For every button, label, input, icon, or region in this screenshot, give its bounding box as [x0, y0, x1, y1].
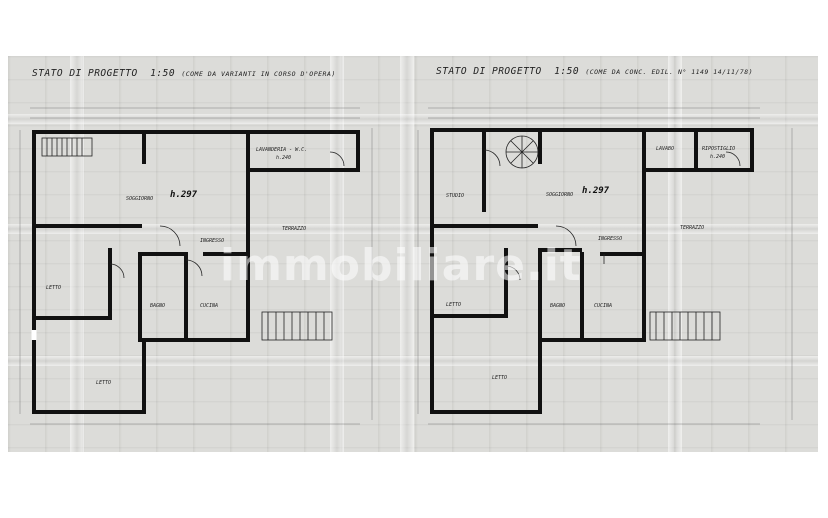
paper-fold — [70, 56, 84, 452]
left-room-cucina: CUCINA — [200, 303, 219, 309]
right-room-lavabo: LAVABO — [656, 146, 675, 152]
left-plan-title: STATO DI PROGETTO 1:50 (COME DA VARIANTI… — [32, 68, 336, 79]
right-room-ingresso: INGRESSO — [598, 236, 623, 242]
left-room-lavanderia-height: h.240 — [276, 155, 292, 161]
left-room-ingresso: INGRESSO — [200, 238, 225, 244]
dimension-lines — [19, 107, 793, 425]
right-plan-title: STATO DI PROGETTO 1:50 (COME DA CONC. ED… — [436, 66, 754, 77]
right-plan-walls — [430, 128, 754, 414]
left-room-lavanderia: LAVANDERIA - W.C. — [256, 147, 308, 153]
drawing-sheet — [8, 56, 818, 452]
paper-fold — [400, 56, 414, 452]
paper-fold — [8, 356, 818, 366]
left-plan-details — [31, 137, 345, 341]
right-room-terrazzo: TERRAZZO — [680, 225, 705, 231]
right-room-soggiorno: SOGGIORNO — [546, 192, 574, 198]
left-room-bagno: BAGNO — [150, 303, 166, 309]
left-room-terrazzo: TERRAZZO — [282, 226, 307, 232]
right-room-ripostiglio: RIPOSTIGLIO — [702, 146, 736, 152]
left-room-letto-1: LETTO — [46, 285, 62, 291]
right-room-bagno: BAGNO — [550, 303, 566, 309]
left-room-letto-2: LETTO — [96, 380, 112, 386]
right-plan-details — [483, 135, 741, 341]
watermark-logo: immobiliare.it — [220, 240, 582, 291]
right-room-ripostiglio-height: h.240 — [710, 154, 726, 160]
paper-fold — [8, 114, 818, 124]
right-room-cucina: CUCINA — [594, 303, 613, 309]
paper-fold — [330, 56, 344, 452]
paper-fold — [668, 56, 682, 452]
paper-fold — [8, 224, 818, 234]
left-height-label: h.297 — [170, 190, 198, 200]
left-room-soggiorno: SOGGIORNO — [126, 196, 154, 202]
left-plan-walls — [32, 130, 360, 414]
right-room-letto-1: LETTO — [446, 302, 462, 308]
right-height-label: h.297 — [582, 186, 610, 196]
right-room-letto-2: LETTO — [492, 375, 508, 381]
right-room-studio: STUDIO — [446, 193, 465, 199]
